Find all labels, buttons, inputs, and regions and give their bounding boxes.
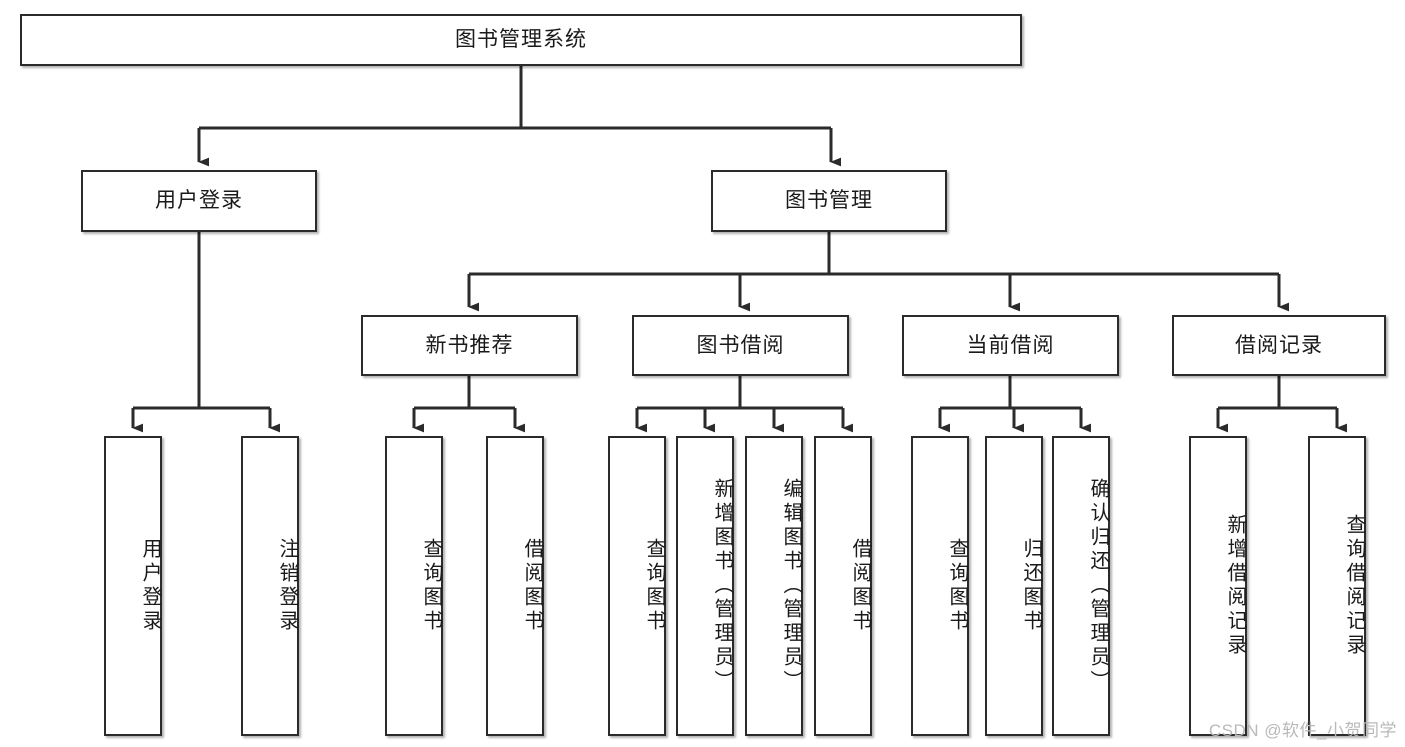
node-leaf-user-login-label: 用户登录 bbox=[139, 538, 161, 634]
node-leaf-add-record-label: 新增借阅记录 bbox=[1224, 514, 1246, 658]
node-root-label: 图书管理系统 bbox=[455, 28, 587, 52]
node-leaf-query-book-cb-label: 查询图书 bbox=[946, 538, 968, 634]
node-user-login-label: 用户登录 bbox=[155, 189, 243, 213]
node-leaf-user-logout-label: 注销登录 bbox=[276, 538, 298, 634]
node-current-borrow-label: 当前借阅 bbox=[966, 333, 1055, 357]
node-leaf-query-record-label: 查询借阅记录 bbox=[1343, 514, 1365, 658]
node-leaf-confirm-return[interactable]: 确认归还（管理员） bbox=[1052, 436, 1110, 736]
node-book-manage[interactable]: 图书管理 bbox=[711, 170, 947, 232]
node-leaf-borrow-book-rec-label: 借阅图书 bbox=[521, 538, 543, 634]
node-leaf-borrow-book-br[interactable]: 借阅图书 bbox=[814, 436, 872, 736]
node-leaf-add-book-label: 新增图书（管理员） bbox=[711, 478, 733, 694]
node-leaf-edit-book[interactable]: 编辑图书（管理员） bbox=[745, 436, 803, 736]
node-borrow-record[interactable]: 借阅记录 bbox=[1172, 315, 1386, 376]
node-leaf-borrow-book-rec[interactable]: 借阅图书 bbox=[486, 436, 544, 736]
node-book-borrow-label: 图书借阅 bbox=[696, 333, 785, 357]
node-current-borrow[interactable]: 当前借阅 bbox=[902, 315, 1119, 376]
node-leaf-borrow-book-br-label: 借阅图书 bbox=[849, 538, 871, 634]
node-leaf-query-record[interactable]: 查询借阅记录 bbox=[1308, 436, 1366, 736]
node-leaf-return-book[interactable]: 归还图书 bbox=[985, 436, 1043, 736]
node-new-book-rec-label: 新书推荐 bbox=[425, 333, 514, 357]
node-leaf-user-login[interactable]: 用户登录 bbox=[104, 436, 162, 736]
node-leaf-add-record[interactable]: 新增借阅记录 bbox=[1189, 436, 1247, 736]
node-leaf-edit-book-label: 编辑图书（管理员） bbox=[780, 478, 802, 694]
node-leaf-add-book[interactable]: 新增图书（管理员） bbox=[676, 436, 734, 736]
node-leaf-user-logout[interactable]: 注销登录 bbox=[241, 436, 299, 736]
node-leaf-query-book-cb[interactable]: 查询图书 bbox=[911, 436, 969, 736]
node-root[interactable]: 图书管理系统 bbox=[20, 14, 1022, 66]
node-leaf-query-book-rec-label: 查询图书 bbox=[420, 538, 442, 634]
node-user-login[interactable]: 用户登录 bbox=[81, 170, 317, 232]
node-leaf-query-book-br-label: 查询图书 bbox=[643, 538, 665, 634]
node-leaf-query-book-rec[interactable]: 查询图书 bbox=[385, 436, 443, 736]
node-new-book-rec[interactable]: 新书推荐 bbox=[361, 315, 578, 376]
node-borrow-record-label: 借阅记录 bbox=[1235, 333, 1323, 357]
node-book-manage-label: 图书管理 bbox=[785, 189, 873, 213]
node-leaf-confirm-return-label: 确认归还（管理员） bbox=[1087, 478, 1109, 694]
node-leaf-return-book-label: 归还图书 bbox=[1020, 538, 1042, 634]
node-leaf-query-book-br[interactable]: 查询图书 bbox=[608, 436, 666, 736]
node-book-borrow[interactable]: 图书借阅 bbox=[632, 315, 849, 376]
